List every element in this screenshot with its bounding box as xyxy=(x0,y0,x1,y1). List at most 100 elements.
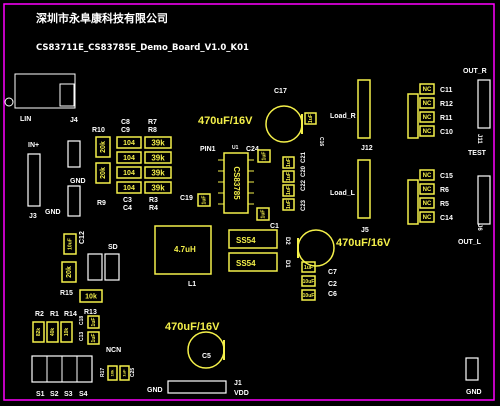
footprint-out-r-block xyxy=(407,93,419,139)
label-r3: R3 xyxy=(149,197,158,204)
footprint-c11 xyxy=(419,83,435,95)
value-c2_val: 10uF xyxy=(303,279,315,285)
footprint-r7 xyxy=(144,136,172,149)
label-gnd_right: GND xyxy=(466,389,482,396)
value-r3_val: 39k xyxy=(151,168,165,177)
value-r5_val: NC xyxy=(423,201,432,207)
value-c24_val: 1uF xyxy=(261,152,267,161)
footprint-r5 xyxy=(419,197,435,209)
connector-gnd-right xyxy=(465,357,479,381)
value-d2_val: SS54 xyxy=(236,236,256,245)
label-j5: J5 xyxy=(361,227,369,234)
connector-j4 xyxy=(14,73,76,109)
label-out_l: OUT_L xyxy=(458,239,482,246)
label-gnd_bottom: GND xyxy=(147,387,163,394)
value-c22_val: 1uF xyxy=(286,186,292,195)
value-c23_val: 1uF xyxy=(286,200,292,209)
label-j4: J4 xyxy=(70,117,78,124)
connector-in-upper xyxy=(67,140,81,168)
footprint-c7 xyxy=(301,261,316,273)
footprint-r4 xyxy=(144,181,172,194)
value-c20_val: 1uF xyxy=(286,172,292,181)
value-c11_val: NC xyxy=(423,87,432,93)
mounting-hole xyxy=(4,97,14,107)
value-c14_val: NC xyxy=(423,215,432,221)
value-c7_val: 1uF xyxy=(304,265,313,271)
footprint-r2 xyxy=(32,321,45,343)
label-r8: R8 xyxy=(148,127,157,134)
footprint-r9 xyxy=(95,162,111,184)
footprint-c19 xyxy=(197,193,211,207)
footprint-r11 xyxy=(419,111,435,123)
footprint-r15 xyxy=(61,261,77,283)
label-gnd_left: GND xyxy=(70,178,86,185)
label-r4: R4 xyxy=(149,205,158,212)
connector-j12 xyxy=(357,79,371,139)
label-c14: C14 xyxy=(440,215,453,222)
label-test: TEST xyxy=(468,150,487,157)
label-c17: C17 xyxy=(274,88,287,95)
footprint-c12 xyxy=(63,233,77,255)
value-c12_val: 10uF xyxy=(67,238,73,250)
value-r11_val: NC xyxy=(423,115,432,121)
value-c16_val: 1uF xyxy=(308,114,314,123)
footprint-r13 xyxy=(79,289,103,303)
label-r2: R2 xyxy=(35,311,44,318)
label-c22: C22 xyxy=(301,179,307,191)
label-c16: C16 xyxy=(318,137,324,146)
label-c18: C18 xyxy=(79,316,85,325)
label-c21: C21 xyxy=(301,151,307,163)
connector-j5 xyxy=(357,159,371,219)
label-r17: R17 xyxy=(100,368,106,377)
footprint-out-l-block xyxy=(407,179,419,225)
label-c1: C1 xyxy=(270,223,279,230)
label-s1: S1 xyxy=(36,391,45,398)
label-lin: LIN xyxy=(20,116,31,123)
value-c6_big_val: 470uF/16V xyxy=(336,237,391,249)
footprint-c14 xyxy=(419,211,435,223)
inductor-l1 xyxy=(154,225,212,275)
label-c11: C11 xyxy=(440,87,453,94)
value-c10_val: NC xyxy=(423,129,432,135)
value-r1_val: 40k xyxy=(50,328,56,337)
footprint-c13 xyxy=(87,331,100,345)
connector-gnd-left xyxy=(67,185,81,217)
company-name: 深圳市永阜康科技有限公司 xyxy=(36,11,168,25)
label-c7: C7 xyxy=(328,269,337,276)
footprint-c16 xyxy=(304,112,317,125)
label-j12: J12 xyxy=(361,145,373,152)
board-name: CS83711E_CS83785E_Demo_Board_V1.0_K01 xyxy=(36,43,249,53)
label-r13: R13 xyxy=(84,309,97,316)
value-c1_val: 1uF xyxy=(260,210,266,219)
value-c3_val: 104 xyxy=(123,170,135,177)
label-r15: R15 xyxy=(60,290,73,297)
connector-j3 xyxy=(27,153,41,207)
footprint-c4 xyxy=(116,181,142,194)
label-pin1: PIN1 xyxy=(200,146,216,153)
label-r12: R12 xyxy=(440,101,453,108)
value-c15_val: NC xyxy=(423,173,432,179)
footprint-c18 xyxy=(87,315,100,329)
label-c15: C15 xyxy=(440,173,453,180)
footprint-c2 xyxy=(301,275,316,287)
value-c19_val: 1uF xyxy=(201,196,207,205)
connector-j11 xyxy=(477,79,491,129)
footprint-c22 xyxy=(282,184,295,197)
value-r15_val: 20k xyxy=(66,266,73,278)
label-c12: C12 xyxy=(79,231,86,244)
value-c21_val: 1uF xyxy=(286,158,292,167)
capacitor-c5 xyxy=(187,331,225,369)
label-r14: R14 xyxy=(64,311,77,318)
value-c6_val: 10uF xyxy=(303,293,315,299)
footprint-c6 xyxy=(301,289,316,301)
value-u1_val: CS83785 xyxy=(232,166,241,200)
label-ncn: NCN xyxy=(106,347,121,354)
label-in_plus: IN+ xyxy=(28,142,39,149)
label-c5: C5 xyxy=(202,353,211,360)
footprint-r1 xyxy=(46,321,59,343)
label-d2: D2 xyxy=(284,237,290,245)
label-s3: S3 xyxy=(64,391,73,398)
value-r2_val: 82k xyxy=(36,328,42,337)
footprint-r14 xyxy=(60,321,73,343)
